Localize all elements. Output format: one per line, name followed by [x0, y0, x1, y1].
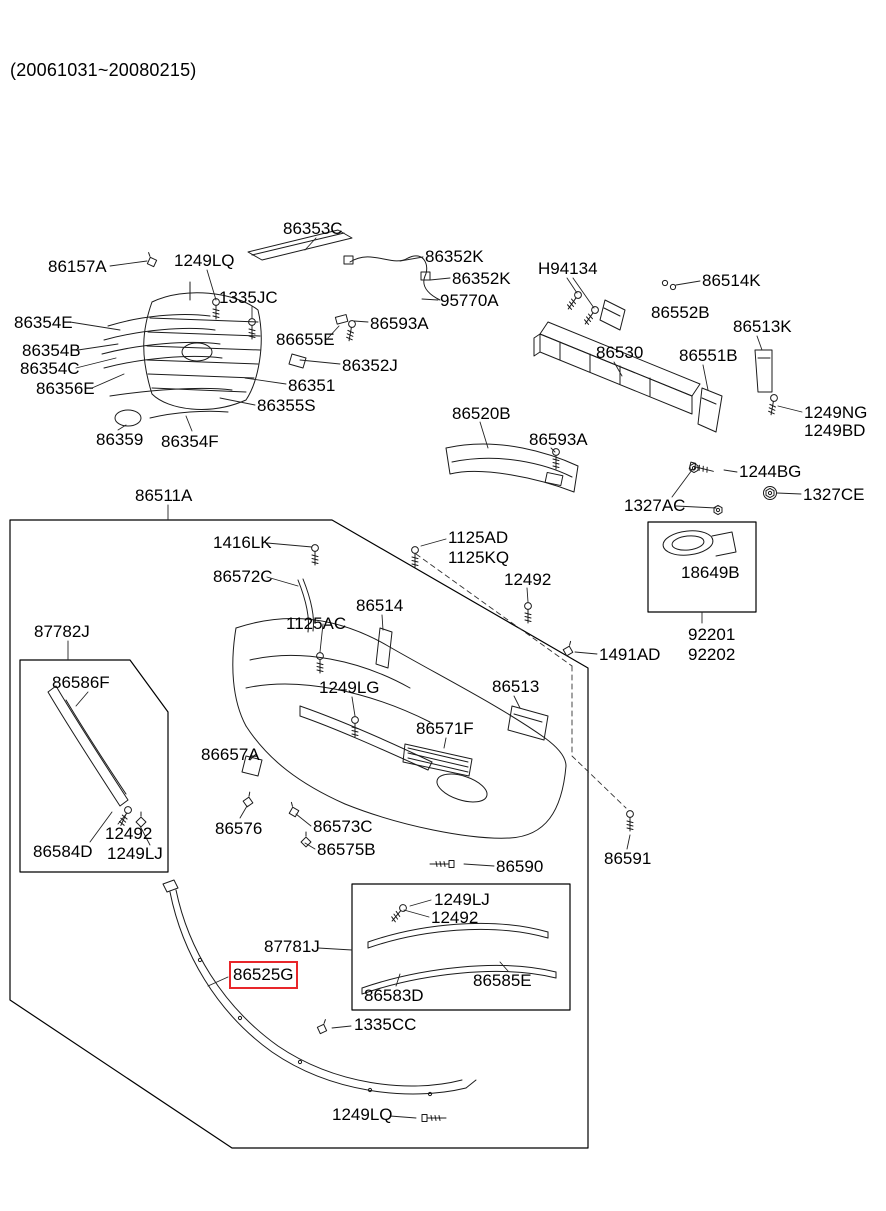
- part-label[interactable]: 1249LQ: [332, 1105, 393, 1124]
- bumper-reinforcement-drawing: [533, 321, 701, 415]
- part-label[interactable]: 1416LK: [213, 533, 272, 552]
- part-label[interactable]: 1249BD: [804, 421, 866, 440]
- part-label[interactable]: 87782J: [34, 622, 90, 641]
- part-label[interactable]: 86514K: [702, 271, 761, 290]
- leader-lines: [67, 237, 803, 1119]
- part-label[interactable]: 95770A: [440, 291, 499, 310]
- part-label[interactable]: 86354F: [161, 432, 219, 451]
- part-label[interactable]: 1249LQ: [174, 251, 235, 270]
- part-label[interactable]: 1244BG: [739, 462, 802, 481]
- part-label[interactable]: 1491AD: [599, 645, 661, 664]
- part-label[interactable]: 86585E: [473, 971, 532, 990]
- date-range-label: (20061031~20080215): [10, 60, 197, 80]
- part-label[interactable]: 92201: [688, 625, 736, 644]
- part-label[interactable]: 86511A: [135, 486, 193, 505]
- bumper-assembly-boundary: [9, 519, 589, 1149]
- part-label[interactable]: 86520B: [452, 404, 511, 423]
- part-label[interactable]: 86657A: [201, 745, 260, 764]
- part-label[interactable]: 86355S: [257, 396, 316, 415]
- part-label[interactable]: 86352K: [425, 247, 484, 266]
- part-label[interactable]: 1249LJ: [434, 890, 490, 909]
- left-molding-drawing: [47, 685, 129, 807]
- part-label[interactable]: 12492: [431, 908, 479, 927]
- part-label[interactable]: 86354B: [22, 341, 81, 360]
- part-label[interactable]: 86573C: [313, 817, 373, 836]
- part-label[interactable]: 1327CE: [803, 485, 865, 504]
- part-label[interactable]: 86157A: [48, 257, 107, 276]
- part-label[interactable]: 86514: [356, 596, 404, 615]
- part-label[interactable]: 86351: [288, 376, 336, 395]
- part-label[interactable]: 86352K: [452, 269, 511, 288]
- energy-absorber-drawing: [445, 443, 579, 493]
- part-label[interactable]: 1125AD: [448, 528, 509, 547]
- left-molding-boundary: [19, 659, 169, 873]
- part-label[interactable]: 86572C: [213, 567, 273, 586]
- part-label[interactable]: 86593A: [529, 430, 588, 449]
- part-label[interactable]: 12492: [105, 824, 153, 843]
- bumper-cover-drawing: [232, 617, 567, 839]
- part-label[interactable]: 1327AC: [624, 496, 686, 515]
- fastener-icons: [117, 250, 779, 1122]
- part-label[interactable]: 86513: [492, 677, 540, 696]
- part-label[interactable]: 86354C: [20, 359, 80, 378]
- part-label[interactable]: 86586F: [52, 673, 110, 692]
- part-label[interactable]: 86583D: [364, 986, 424, 1005]
- dashed-axis-lines: [415, 553, 627, 809]
- part-label[interactable]: 12492: [504, 570, 552, 589]
- part-label[interactable]: 86584D: [33, 842, 93, 861]
- part-label[interactable]: 87781J: [264, 937, 320, 956]
- part-label[interactable]: 86576: [215, 819, 263, 838]
- part-label[interactable]: 86352J: [342, 356, 398, 375]
- part-label[interactable]: 86359: [96, 430, 144, 449]
- part-label[interactable]: 1335CC: [354, 1015, 417, 1034]
- lower-molding-drawing: [162, 879, 477, 1097]
- part-label[interactable]: 86551B: [679, 346, 738, 365]
- part-label[interactable]: 86593A: [370, 314, 429, 333]
- right-molding-drawing: [361, 922, 557, 995]
- part-label[interactable]: 1249LJ: [107, 844, 163, 863]
- part-label[interactable]: 86575B: [317, 840, 376, 859]
- part-label[interactable]: 1125AC: [286, 614, 347, 633]
- part-label[interactable]: 86356E: [36, 379, 95, 398]
- bracket-drawings: [241, 279, 773, 777]
- part-label[interactable]: 86354E: [14, 313, 73, 332]
- fog-lamp-drawing: [662, 530, 737, 557]
- part-label[interactable]: 86571F: [416, 719, 474, 738]
- part-label[interactable]: 86591: [604, 849, 652, 868]
- wiring-harness-drawing: [343, 255, 441, 301]
- emblem-drawing: [114, 409, 142, 427]
- part-label[interactable]: 86655E: [276, 330, 335, 349]
- part-label[interactable]: 86590: [496, 857, 544, 876]
- part-label[interactable]: 1249LG: [319, 678, 380, 697]
- part-label[interactable]: 92202: [688, 645, 736, 664]
- part-label[interactable]: 86552B: [651, 303, 710, 322]
- part-label[interactable]: H94134: [538, 259, 598, 278]
- part-label[interactable]: 1335JC: [219, 288, 278, 307]
- upper-trim-strip-drawing: [247, 229, 353, 325]
- part-label[interactable]: 86513K: [733, 317, 792, 336]
- right-molding-boundary: [351, 883, 571, 1011]
- part-label-highlighted[interactable]: 86525G: [229, 961, 298, 989]
- part-label[interactable]: 1125KQ: [448, 548, 510, 567]
- part-label[interactable]: 86530: [596, 343, 644, 362]
- part-label[interactable]: 18649B: [681, 563, 740, 582]
- part-label[interactable]: 1249NG: [804, 403, 868, 422]
- part-label[interactable]: 86353C: [283, 219, 343, 238]
- grille-drawing: [101, 281, 307, 427]
